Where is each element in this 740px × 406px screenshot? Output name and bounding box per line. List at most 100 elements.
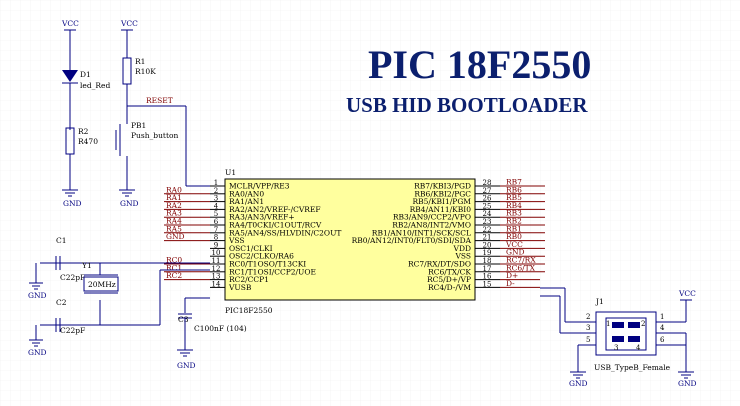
- u1-pin-name: RA0/AN0: [229, 189, 264, 198]
- j1-lead-5: 5: [586, 336, 590, 344]
- u1-pin-number: 11: [212, 257, 221, 265]
- net-label: RA3: [166, 209, 182, 218]
- u1-pin-number: 13: [212, 273, 221, 281]
- net-label: GND: [506, 248, 525, 257]
- u1-pin-name: RC4/D-/VM: [428, 283, 471, 292]
- pb1-ref: PB1: [131, 121, 146, 130]
- net-label: RC1: [166, 263, 182, 272]
- j1-ref: J1: [595, 297, 604, 306]
- c2-ref: C2: [56, 298, 67, 307]
- vcc-label-led: VCC: [61, 19, 79, 28]
- u1-pin-number: 20: [483, 241, 492, 249]
- u1-pin-number: 22: [483, 226, 492, 234]
- u1-pin-number: 7: [214, 226, 218, 234]
- net-label: RB1: [506, 224, 522, 233]
- u1-pin-name: RC0/T1OSO/T13CKI: [229, 260, 306, 269]
- u1-pin-name: OSC1/CLKI: [229, 244, 273, 253]
- u1-pin-number: 18: [483, 257, 492, 265]
- u1-ref: U1: [225, 168, 236, 177]
- u1-pin-number: 9: [214, 241, 218, 249]
- u1-pin-name: RA5/AN4/SS/HLVDIN/C2OUT: [229, 228, 341, 237]
- net-label: D+: [506, 271, 518, 280]
- u1-pin-name: RA4/T0CKI/C1OUT/RCV: [229, 221, 322, 230]
- u1-pin-name: RC1/T1OSI/CCP2/UOE: [229, 267, 316, 276]
- net-label: RB2: [506, 217, 522, 226]
- u1-pin-name: RC6/TX/CK: [428, 267, 471, 276]
- net-label: RC0: [166, 256, 182, 265]
- u1-pin-name: RA1/AN1: [229, 197, 264, 206]
- r1-value: R10K: [135, 67, 156, 76]
- gnd-label-reset: GND: [120, 199, 139, 208]
- u1-pin-number: 12: [212, 265, 221, 273]
- j1-pin-label-4: 4: [636, 344, 641, 352]
- d1-ref: D1: [80, 70, 91, 79]
- u1-pin-number: 8: [214, 234, 218, 242]
- u1-pin-number: 4: [214, 202, 219, 210]
- u1-pin-number: 25: [483, 202, 492, 210]
- led-symbol: [62, 70, 78, 82]
- u1-pin-name: VDD: [453, 244, 471, 253]
- r1-ref: R1: [135, 57, 145, 66]
- j1-lead-2: 2: [586, 313, 590, 321]
- u1-pin-number: 1: [214, 179, 218, 187]
- net-label: VCC: [505, 240, 523, 249]
- u1-pin-name: RB3/AN9/CCP2/VPO: [393, 213, 471, 222]
- gnd-symbol-usb-left: [570, 371, 586, 379]
- u1-pin-number: 14: [212, 280, 221, 288]
- r2-ref: R2: [78, 127, 89, 136]
- u1-pin-number: 3: [214, 195, 218, 203]
- net-label: RA2: [166, 201, 182, 210]
- u1-pin-number: 10: [212, 249, 221, 257]
- u1-pin-number: 6: [214, 218, 219, 226]
- u1-pin-name: RC2/CCP1: [229, 275, 269, 284]
- gnd-symbol-led: [62, 189, 78, 197]
- u1-pin-number: 23: [483, 218, 492, 226]
- gnd-symbol-c1: [29, 282, 43, 290]
- net-label: RC2: [166, 271, 182, 280]
- net-label: RA5: [166, 224, 182, 233]
- j1-pin-label-2: 2: [641, 320, 645, 328]
- net-label: D-: [506, 279, 515, 288]
- j1-lead-6: 6: [660, 336, 665, 344]
- right-net-labels: RB7RB6RB5RB4RB3RB2RB1RB0VCCGNDRC7/RXRC6/…: [500, 178, 545, 288]
- u1-pin-number: 2: [214, 187, 218, 195]
- u1-pin-number: 15: [483, 280, 492, 288]
- u1-pin-name: RB5/KBI1/PGM: [412, 197, 471, 206]
- u1-pin-name: VSS: [228, 236, 245, 245]
- u1-pin-name: OSC2/CLKO/RA6: [229, 252, 294, 261]
- j1-lead-3: 3: [586, 324, 590, 332]
- u1-pin-number: 24: [483, 210, 492, 218]
- usb-connector-section: J1 1 2 3 4 USB_TypeB_Female 2 3 5 GND 1 …: [540, 287, 697, 388]
- net-label: RC7/RX: [506, 256, 536, 265]
- u1-pin-number: 5: [214, 210, 218, 218]
- y1-value: 20MHz: [88, 280, 116, 289]
- gnd-label-usb-left: GND: [569, 379, 588, 388]
- led-branch: VCC D1 led_Red R2 R470 GND: [61, 19, 110, 208]
- u1-pin-name: RC7/RX/DT/SDO: [408, 260, 471, 269]
- net-label: GND: [166, 232, 185, 241]
- net-label: RB7: [506, 178, 522, 187]
- u1-pin-name: VUSB: [228, 283, 252, 292]
- net-label: RB0: [506, 232, 522, 241]
- u1-pin-name: RB0/AN12/INT0/FLT0/SDI/SDA: [352, 236, 472, 245]
- d1-value: led_Red: [80, 81, 110, 90]
- gnd-symbol-reset: [119, 189, 135, 197]
- vcc-label-reset: VCC: [120, 19, 138, 28]
- gnd-label-usb-right: GND: [678, 379, 697, 388]
- u1-pin-number: 28: [483, 179, 492, 187]
- net-label: RA1: [166, 193, 182, 202]
- c1-ref: C1: [56, 236, 67, 245]
- gnd-label-c2: GND: [28, 348, 47, 357]
- u1-pin-name: RB6/KBI2/PGC: [414, 189, 471, 198]
- u1-pin-number: 21: [483, 234, 492, 242]
- u1-pin-name: RC5/D+/VP: [427, 275, 471, 284]
- u1-pin-name: RB1/AN10/INT1/SCK/SCL: [372, 228, 471, 237]
- gnd-label-c1: GND: [28, 291, 47, 300]
- gnd-symbol-c3: [177, 349, 193, 357]
- oscillator-section: C1 C22pF GND C2 C22pF GND Y1 20MHz: [28, 236, 247, 370]
- net-reset: RESET: [146, 96, 173, 105]
